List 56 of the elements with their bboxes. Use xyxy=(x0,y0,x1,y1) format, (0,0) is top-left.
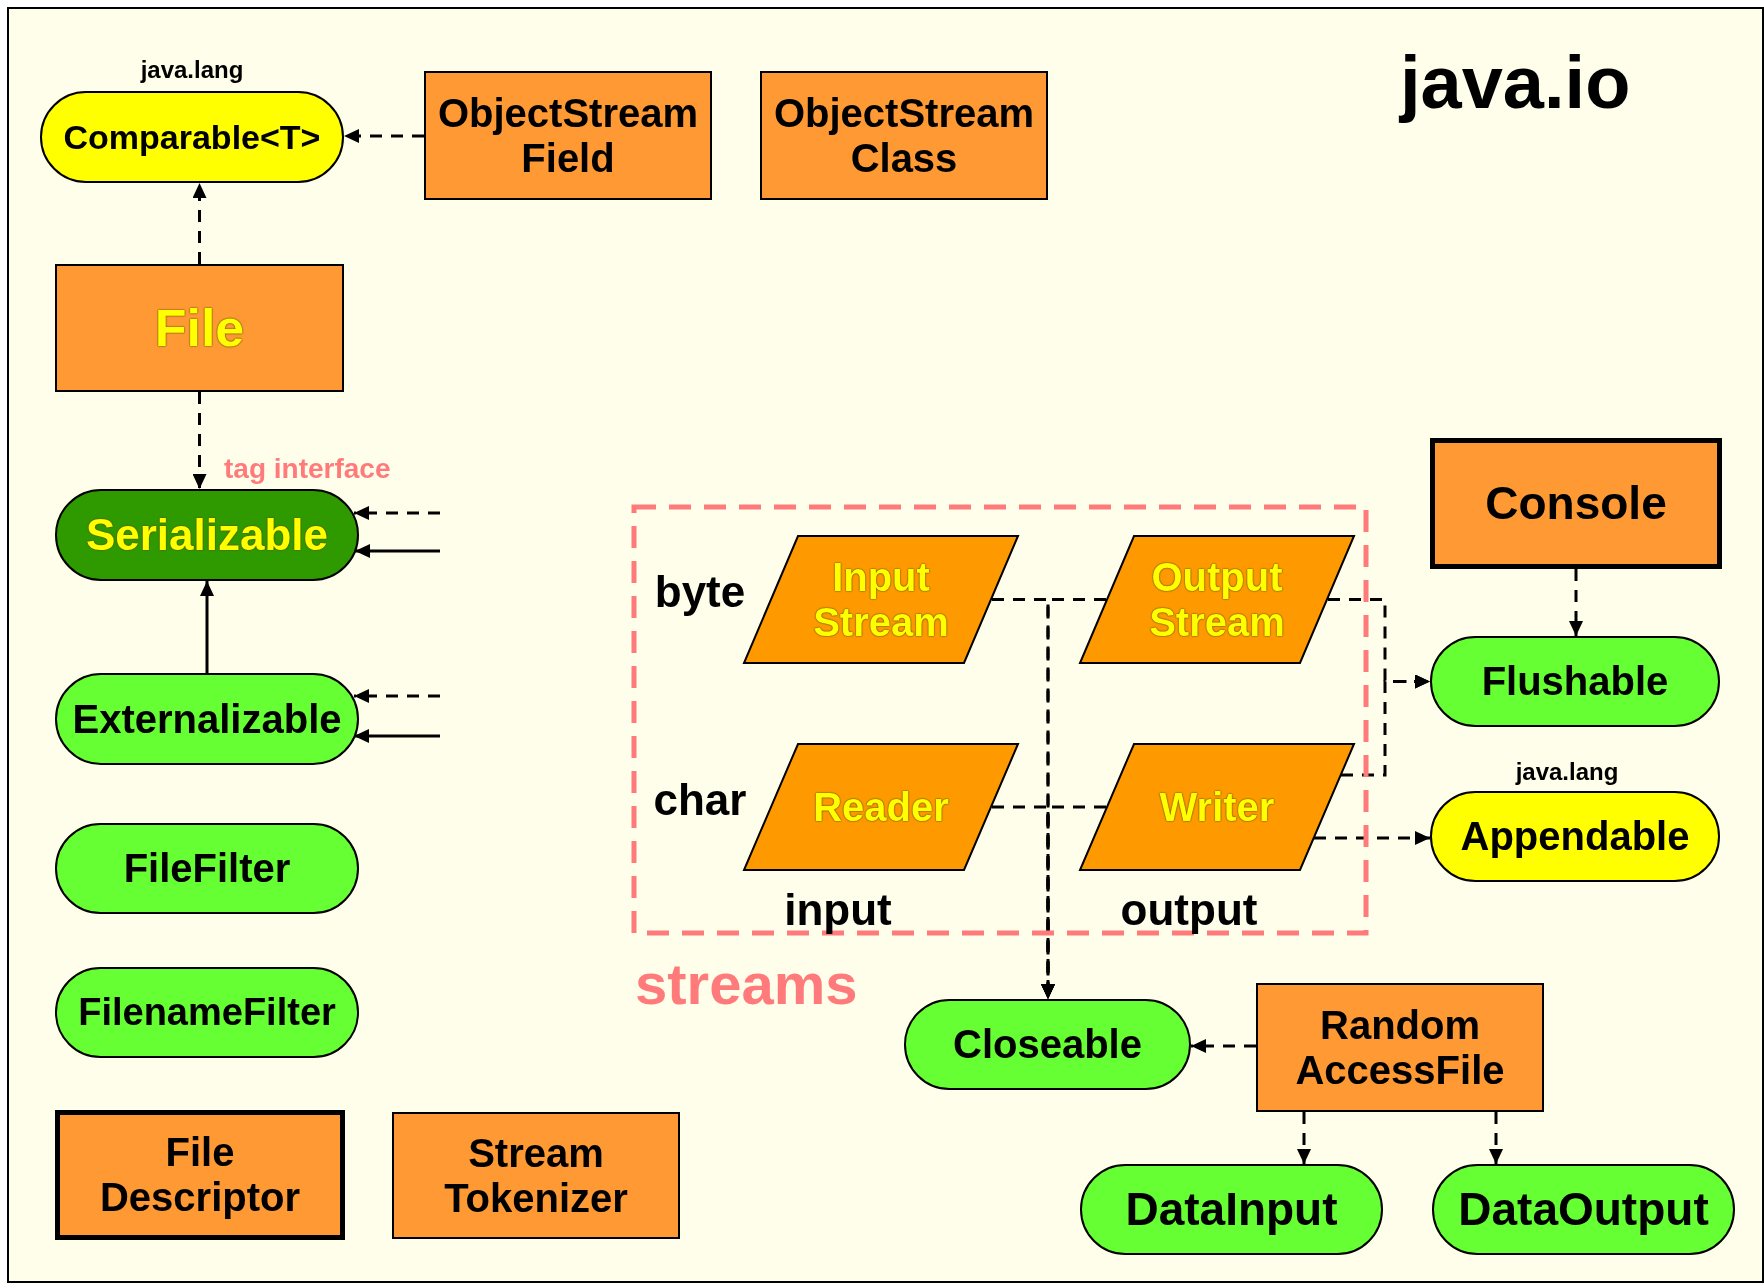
arrow xyxy=(1041,805,1106,999)
class-name: Comparable<T> xyxy=(63,117,321,157)
arrow xyxy=(354,729,440,743)
class-name: ObjectStream Class xyxy=(772,90,1036,181)
arrow xyxy=(355,544,440,558)
stream-kind-label: input xyxy=(784,885,892,935)
class-name: Output Stream xyxy=(1148,554,1286,645)
arrow xyxy=(1191,1039,1256,1053)
diagram-title: java.io xyxy=(1400,40,1631,125)
arrow xyxy=(192,183,207,264)
arrow xyxy=(1314,831,1430,845)
class-name: Input Stream xyxy=(812,554,950,645)
class-name: FilenameFilter xyxy=(78,991,336,1034)
class-name: File Descriptor xyxy=(98,1130,302,1220)
arrow xyxy=(1569,569,1583,636)
arrow xyxy=(1341,674,1430,777)
stream-class-parallelogram xyxy=(1079,743,1355,871)
class-box xyxy=(424,71,712,200)
class-name: Random AccessFile xyxy=(1294,1002,1506,1093)
class-name: Appendable xyxy=(1460,814,1690,859)
class-name: Writer xyxy=(1159,784,1275,830)
arrow xyxy=(354,506,440,520)
class-name: Flushable xyxy=(1481,659,1669,704)
class-name: ObjectStream Field xyxy=(436,90,700,181)
class-box xyxy=(392,1112,680,1239)
stream-kind-label: output xyxy=(1120,885,1258,935)
package-note: java.lang xyxy=(140,55,244,84)
class-name: File xyxy=(154,298,245,358)
interface-pill xyxy=(55,673,359,765)
class-name: Externalizable xyxy=(72,696,342,742)
package-note: tag interface xyxy=(224,453,391,486)
class-name: FileFilter xyxy=(123,846,291,891)
arrow xyxy=(344,129,424,143)
class-name: Closeable xyxy=(953,1022,1142,1067)
arrow xyxy=(1297,1112,1311,1164)
arrow xyxy=(354,689,440,703)
stream-class-parallelogram xyxy=(743,535,1019,664)
arrow xyxy=(200,581,214,673)
class-name: Stream Tokenizer xyxy=(443,1130,629,1221)
class-name: DataInput xyxy=(1125,1183,1338,1236)
class-box xyxy=(55,264,344,392)
package-note: java.lang xyxy=(1515,757,1619,786)
arrow xyxy=(1489,1112,1503,1164)
class-name: Reader xyxy=(813,784,949,830)
stream-kind-label: byte xyxy=(654,567,746,617)
class-box xyxy=(760,71,1048,200)
stream-class-parallelogram xyxy=(1079,535,1355,664)
class-name: Serializable xyxy=(85,510,329,560)
region-heading: streams xyxy=(635,950,858,1017)
class-box xyxy=(1430,438,1722,569)
arrow xyxy=(192,392,207,489)
class-box xyxy=(1256,983,1544,1112)
stream-kind-label: char xyxy=(653,775,747,825)
class-name: Console xyxy=(1485,477,1667,530)
class-box xyxy=(55,1110,345,1240)
class-name: DataOutput xyxy=(1458,1183,1709,1236)
